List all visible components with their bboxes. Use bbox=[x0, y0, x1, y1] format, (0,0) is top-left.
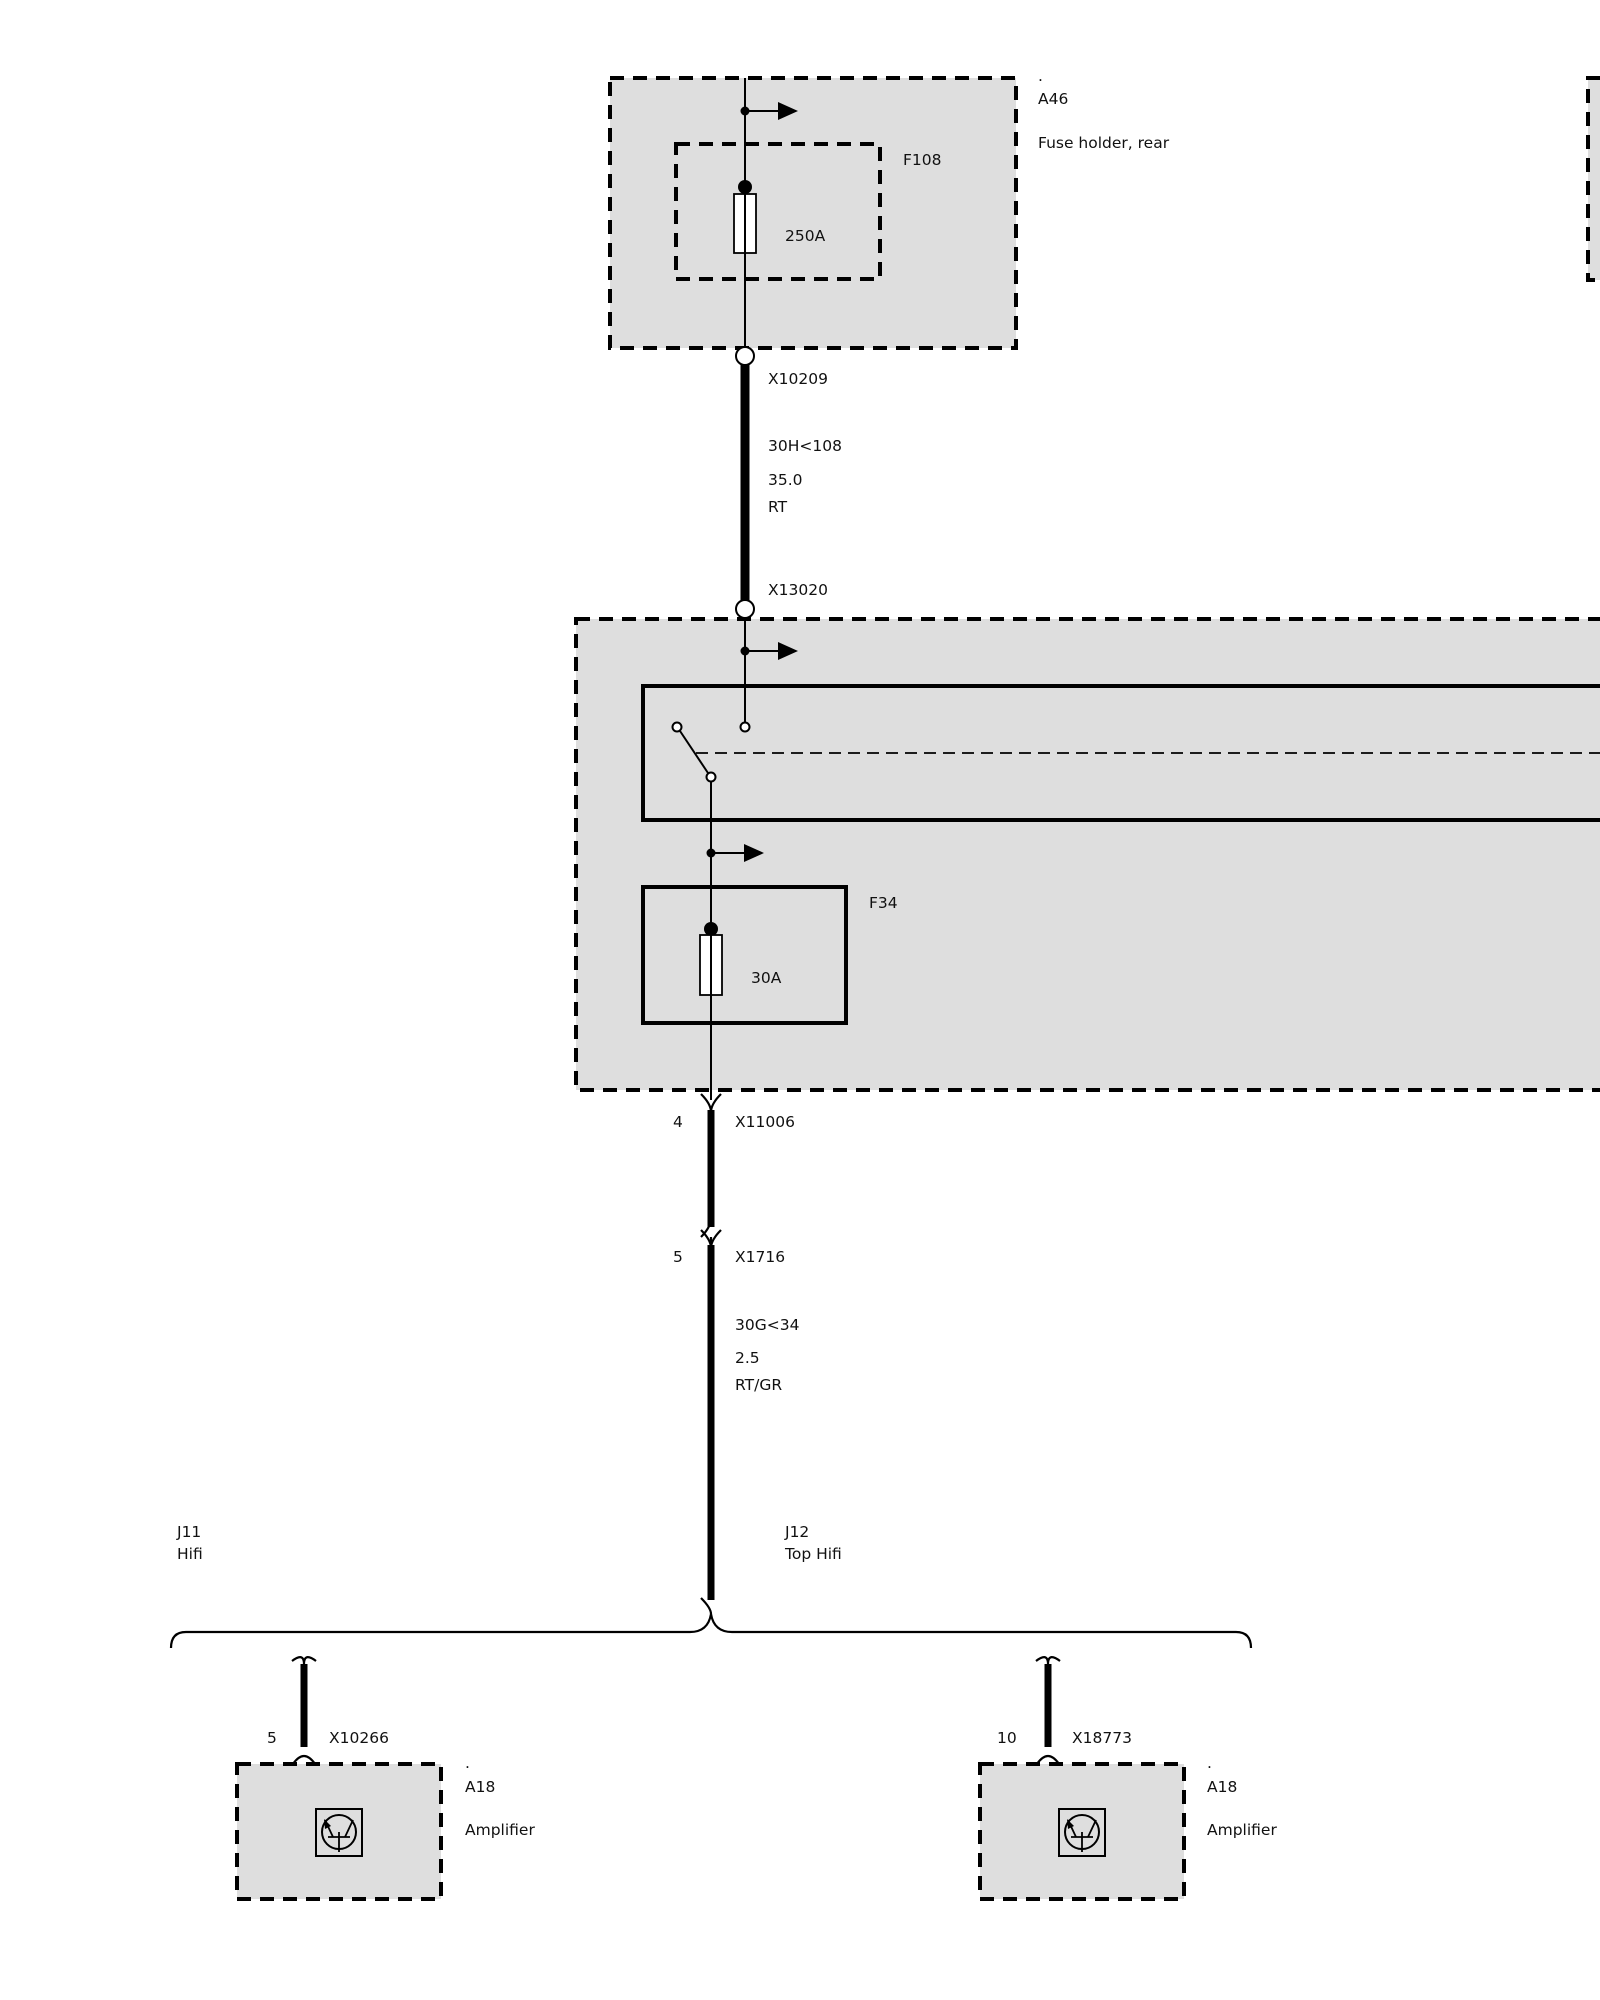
fuse-terminal-node bbox=[738, 180, 752, 194]
wire-mid-gauge: 2.5 bbox=[735, 1349, 760, 1367]
amp-right-id: A18 bbox=[1207, 1778, 1237, 1796]
relay-contact-fixed bbox=[739, 721, 751, 733]
amp-right-name: Amplifier bbox=[1207, 1821, 1277, 1839]
f108-rating: 250A bbox=[785, 227, 826, 245]
transistor-arrow bbox=[324, 1819, 331, 1829]
amp-left-id: A18 bbox=[465, 1778, 495, 1796]
a46-name: Fuse holder, rear bbox=[1038, 134, 1170, 152]
wire-mid-circuit: 30G<34 bbox=[735, 1316, 799, 1334]
splice-icon bbox=[700, 1597, 713, 1615]
variant-left-code: J11 bbox=[176, 1523, 201, 1541]
connector-x18773-label: X18773 bbox=[1072, 1729, 1132, 1747]
branch-arrow-icon bbox=[778, 642, 798, 660]
relay-contact-open bbox=[671, 721, 683, 733]
amp-right-dot: . bbox=[1207, 1754, 1212, 1772]
connector-x10266-icon bbox=[291, 1656, 317, 1665]
f34-rating: 30A bbox=[751, 969, 782, 987]
amp-left-name: Amplifier bbox=[465, 1821, 535, 1839]
amp-left-dot: . bbox=[465, 1754, 470, 1772]
adjacent-component-outline bbox=[1586, 76, 1600, 282]
connector-x18773-female-icon bbox=[1036, 1754, 1060, 1765]
power-distribution-box bbox=[574, 617, 1600, 1100]
branch-arrow-icon bbox=[778, 102, 798, 120]
connector-x11006-label: X11006 bbox=[735, 1113, 795, 1131]
connector-x10266-female-icon bbox=[292, 1754, 316, 1765]
connector-x1716-pin: 5 bbox=[673, 1248, 683, 1266]
transistor-collector bbox=[1087, 1819, 1097, 1838]
connector-x10209-pin bbox=[735, 346, 755, 366]
wire-mid-color: RT/GR bbox=[735, 1376, 782, 1394]
variant-splice-brace bbox=[169, 1613, 1253, 1649]
connector-x10266-pin: 5 bbox=[267, 1729, 277, 1747]
transistor-arrow bbox=[1067, 1819, 1074, 1829]
connector-x13020-label: X13020 bbox=[768, 581, 828, 599]
f34-outline bbox=[641, 885, 848, 1025]
amplifier-right bbox=[978, 1656, 1186, 1901]
connector-x1716-label: X1716 bbox=[735, 1248, 785, 1266]
connector-x18773-icon bbox=[1035, 1656, 1061, 1665]
connector-x11006-pin: 4 bbox=[673, 1113, 683, 1131]
relay-contact-common bbox=[705, 771, 717, 783]
amplifier-left bbox=[235, 1656, 443, 1901]
transistor-collector bbox=[344, 1819, 354, 1838]
connector-x10266-label: X10266 bbox=[329, 1729, 389, 1747]
a46-dot: . bbox=[1038, 67, 1043, 85]
branch-arrow-icon bbox=[744, 844, 764, 862]
variant-right-code: J12 bbox=[784, 1523, 809, 1541]
fuse-terminal-node bbox=[704, 922, 718, 936]
variant-left-name: Hifi bbox=[177, 1545, 203, 1563]
fuse-holder-rear-a46 bbox=[608, 76, 1018, 350]
f34-id: F34 bbox=[869, 894, 898, 912]
wire-top-gauge: 35.0 bbox=[768, 471, 803, 489]
connector-x18773-pin: 10 bbox=[997, 1729, 1017, 1747]
connector-x13020-pin bbox=[735, 599, 755, 619]
relay-switch-arm bbox=[679, 730, 709, 774]
a46-id: A46 bbox=[1038, 90, 1068, 108]
variant-right-name: Top Hifi bbox=[784, 1545, 842, 1563]
wire-top-color: RT bbox=[768, 498, 788, 516]
wire-top-circuit: 30H<108 bbox=[768, 437, 842, 455]
f108-id: F108 bbox=[903, 151, 942, 169]
f108-outline bbox=[674, 142, 882, 281]
connector-x10209-label: X10209 bbox=[768, 370, 828, 388]
